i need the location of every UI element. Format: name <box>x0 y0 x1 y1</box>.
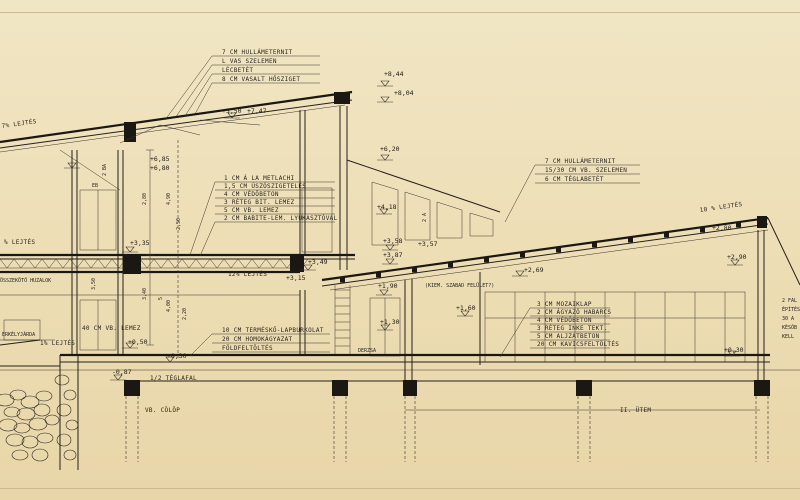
legend-roof-right-1: 15/30 CM VB. SZELEMEN <box>545 167 627 174</box>
legend-floor-upper-5: 2 CM BABITE-LEM. LYUKASZTÓVAL <box>224 215 338 222</box>
dimension-lines <box>146 140 760 411</box>
legend-ground-2: FÖLDFELTÖLTÉS <box>222 344 273 352</box>
lvl-190: +1,90 <box>378 282 398 290</box>
dim-250: 2,50 <box>176 218 182 230</box>
lvl-620: +6,20 <box>380 145 400 153</box>
slope-mid: 12% LEJTÉS <box>228 270 267 278</box>
label-osszekoto: ÖSSZEKÖTŐ HUZALOK <box>0 277 51 284</box>
lvl-160: +1,60 <box>456 304 476 312</box>
dim-490: 4,90 <box>166 193 172 205</box>
label-tegla: 1/2 TÉGLAFAL <box>150 374 197 382</box>
dim-400: 4,00 <box>166 300 172 312</box>
dim-340: 3,40 <box>142 288 148 300</box>
legend-floor-right-1: 2 CM ÁGYAZÓ HABARCS <box>537 309 611 316</box>
label-vb-lemez: 40 CM VB. LEMEZ <box>82 325 141 332</box>
legend-floor-right-2: 4 CM VÉDŐBETON <box>537 316 592 324</box>
legend-ground-1: 20 CM HOMOKÁGYAZAT <box>222 336 293 343</box>
legend-floor-upper-4: 5 CM VB. LEMEZ <box>224 207 279 214</box>
left-roof <box>0 90 353 191</box>
dim-280: 2,80 <box>142 193 148 205</box>
legend-floor-right-0: 3 CM MOZAIKLAP <box>537 301 592 308</box>
foundation-4 <box>576 380 592 396</box>
lvl-030: +0,30 <box>167 352 187 360</box>
right-note-0: 2 FAL <box>782 298 797 304</box>
lvl-315: +3,15 <box>286 274 306 282</box>
lvl-roof-left-b: +7,47 <box>247 107 267 115</box>
lvl-roof-peak-a: +8,44 <box>384 70 404 78</box>
legend-roof-left-1: L VAS SZELEMEN <box>222 58 277 65</box>
foundation-1 <box>124 380 140 396</box>
right-note-2: 30 A <box>782 316 794 322</box>
legend-floor-upper-0: 1 CM Á LA METLACHI <box>224 175 295 182</box>
label-derzsa: DERZSA <box>358 348 376 354</box>
lvl-418: +4,18 <box>377 203 397 211</box>
legend-roof-right-0: 7 CM HULLÁMETERNIT <box>545 158 616 165</box>
legend-floor-right-3: 3 RÉTEG INKE TEKT. <box>537 324 607 332</box>
label-vb-colop: VB. CÖLÖP <box>145 407 180 414</box>
lvl-280: +2,80 <box>712 224 732 232</box>
label-etap: II. ÜTEM <box>620 407 651 414</box>
level-markers <box>64 80 743 381</box>
lvl-387: +3,87 <box>383 251 403 259</box>
label-fedett: (KIEM. SZABAD FELÜLET?) <box>425 282 494 289</box>
legend-roof-left-2: LÉCBETÉT <box>222 66 253 74</box>
dim-2ba: 2 BA <box>102 164 108 176</box>
leader-lines <box>164 55 640 358</box>
label-left-eb: EB <box>92 183 98 189</box>
left-structure <box>71 106 348 355</box>
slope-left: 7% LEJTÉS <box>1 117 37 130</box>
dim-5: 5 <box>158 297 164 300</box>
legend-ground-0: 10 CM TERMÉSKŐ-LAPBURKOLAT <box>222 326 324 334</box>
legend-floor-upper-2: 4 CM VÉDŐBETON <box>224 190 279 198</box>
right-note-1: ÉPÍTÉS <box>782 305 800 313</box>
lvl-335: +3,35 <box>130 239 150 247</box>
floor-beam-right <box>290 256 304 272</box>
roof-beam-left <box>124 122 136 142</box>
lvl-030r: +0,30 <box>724 346 744 354</box>
lvl-680: +6,80 <box>150 164 170 172</box>
text-labels: 7 CM HULLÁMETERNIT L VAS SZELEMEN LÉCBET… <box>0 49 800 414</box>
dim-2a: 2 A <box>422 213 428 222</box>
lvl-minus: -0,87 <box>112 368 132 376</box>
legend-floor-upper-1: 1,5 CM ÚSZÓSZIGETELÉS <box>224 182 306 190</box>
legend-roof-left-0: 7 CM HULLÁMETERNIT <box>222 49 293 56</box>
foundation-3 <box>403 380 417 396</box>
legend-roof-left-3: 8 CM VASALT HŐSZIGET <box>222 76 300 83</box>
legend-floor-right-4: 5 CM ALJZATBETON <box>537 333 600 340</box>
lvl-roof-peak-b: +8,04 <box>394 89 414 97</box>
clerestory <box>346 159 501 270</box>
lvl-358: +3,58 <box>383 237 403 245</box>
lvl-349: +3,49 <box>308 258 328 266</box>
lvl-357: +3,57 <box>418 240 438 248</box>
level-values: +8,44 +8,04 +5,50 +7,47 +6,20 +6,85 +6,8… <box>112 70 747 376</box>
right-note-4: KELL <box>782 334 794 340</box>
label-erkely: ERKÉLYJÁRDA <box>2 330 35 338</box>
lvl-269: +2,69 <box>524 266 544 274</box>
dim-220: 2,20 <box>182 308 188 320</box>
roof-ridge-beam <box>334 92 350 104</box>
right-note-3: KÉSŐB <box>782 323 797 331</box>
legend-floor-right-5: 20 CM KAVICSFELTÖLTÉS <box>537 340 619 348</box>
slope-ground: 1% LEJTÉS <box>40 339 75 347</box>
lvl-050: +0,50 <box>128 338 148 346</box>
foundation-5 <box>754 380 770 396</box>
floor-beam <box>123 256 141 274</box>
lvl-roof-left-a: +5,50 <box>222 107 242 115</box>
slope-right: 10 % LEJTÉS <box>699 200 743 214</box>
dim-350: 3,50 <box>91 278 97 290</box>
right-roof <box>321 216 800 291</box>
foundation-2 <box>332 380 348 396</box>
lvl-685: +6,85 <box>150 155 170 163</box>
lvl-290: +2,90 <box>727 253 747 261</box>
ground <box>0 319 800 470</box>
legend-floor-upper-3: 3 RÉTEG BIT. LEMEZ <box>224 198 295 206</box>
legend-roof-right-2: 6 CM TÉGLABETÉT <box>545 175 604 183</box>
lvl-130: +1,30 <box>380 318 400 326</box>
slope-left-mid: % LEJTÉS <box>4 238 35 246</box>
